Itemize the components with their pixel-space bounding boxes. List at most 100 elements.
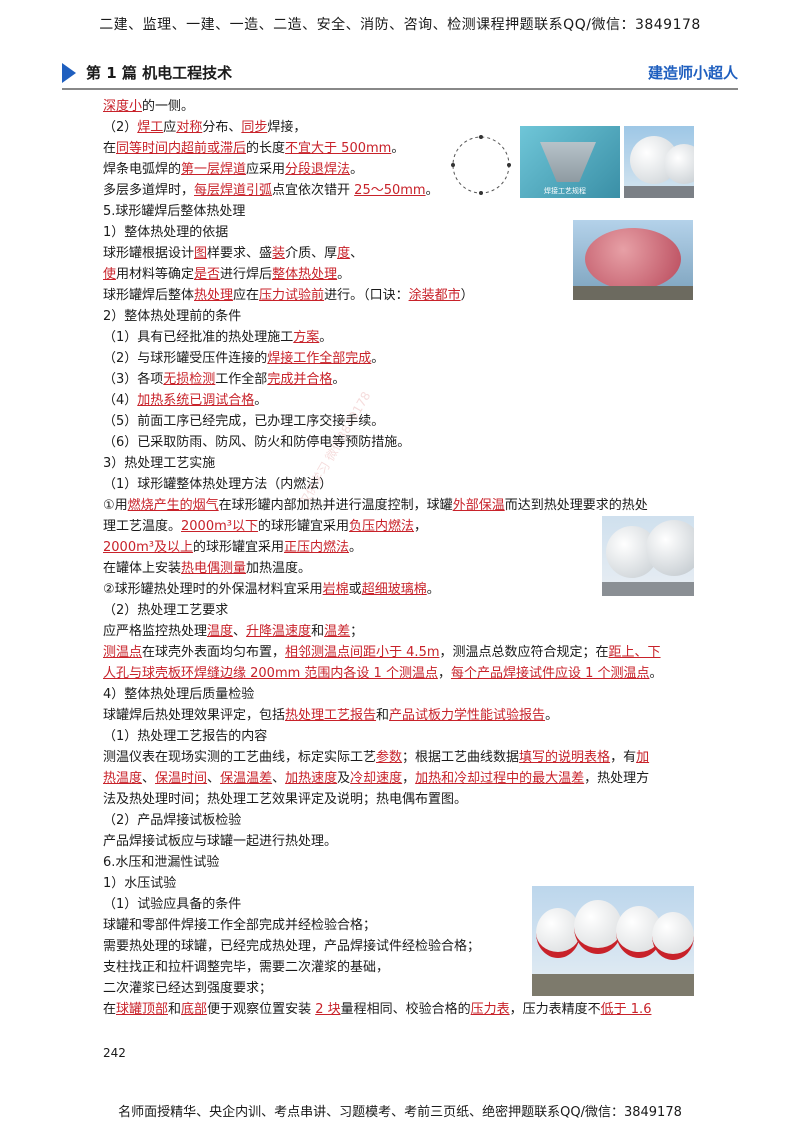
text-segment: 二次灌浆已经达到强度要求； xyxy=(103,981,273,996)
key-term: 相邻测温点间距小于 4.5m xyxy=(285,645,440,660)
text-segment: 3）热处理工艺实施 xyxy=(103,456,216,471)
key-term: 测温点 xyxy=(103,645,143,660)
text-line: （2）产品焊接试板检验 xyxy=(103,810,703,831)
text-line: 测温点在球壳外表面均匀布置，相邻测温点间距小于 4.5m，测温点总数应符合规定；… xyxy=(103,642,703,663)
text-segment: 1）水压试验 xyxy=(103,876,177,891)
key-term: 25～50mm xyxy=(354,183,426,198)
text-line: （1）热处理工艺报告的内容 xyxy=(103,726,703,747)
key-term: 保温时间 xyxy=(155,771,208,786)
key-term: 负压内燃法 xyxy=(349,519,415,534)
key-term: 对称 xyxy=(176,120,203,135)
key-term: 距上、下 xyxy=(608,645,661,660)
key-term: 压力表 xyxy=(470,1002,510,1017)
key-term: 冷却速度 xyxy=(350,771,403,786)
key-term: 分段退焊法 xyxy=(285,162,351,177)
text-line: 球罐和零部件焊接工作全部完成并经检验合格； xyxy=(103,915,703,936)
key-term: 参数 xyxy=(376,750,403,765)
text-line: （2）热处理工艺要求 xyxy=(103,600,703,621)
text-line: 1）水压试验 xyxy=(103,873,703,894)
text-segment: 。 xyxy=(350,162,364,177)
text-segment: ①用 xyxy=(103,498,128,513)
text-segment: 球罐和零部件焊接工作全部完成并经检验合格； xyxy=(103,918,377,933)
text-line: 深度小的一侧。 xyxy=(103,96,703,117)
text-segment: （4） xyxy=(103,393,138,408)
text-segment: ） xyxy=(460,288,474,303)
key-term: 整体热处理 xyxy=(272,267,338,282)
text-line: 使用材料等确定是否进行焊后整体热处理。 xyxy=(103,264,703,285)
text-segment: 、 xyxy=(142,771,156,786)
text-segment: 需要热处理的球罐，已经完成热处理，产品焊接试件经检验合格； xyxy=(103,939,481,954)
key-term: 填写的说明表格 xyxy=(519,750,611,765)
text-line: 焊条电弧焊的第一层焊道应采用分段退焊法。 xyxy=(103,159,703,180)
text-segment: 在球形罐内部加热并进行温度控制，球罐 xyxy=(218,498,453,513)
text-segment: 的一侧。 xyxy=(142,99,195,114)
text-segment: ，热处理方 xyxy=(584,771,650,786)
key-term: 装 xyxy=(272,246,286,261)
chapter-title: 第 1 篇 机电工程技术 xyxy=(86,64,233,82)
image-caption: 焊接工艺规程 xyxy=(544,187,586,195)
text-segment: （2）产品焊接试板检验 xyxy=(103,813,242,828)
text-segment: 的球形罐宜采用 xyxy=(257,519,349,534)
text-line: 6.水压和泄漏性试验 xyxy=(103,852,703,873)
key-term: 焊接工作全部完成 xyxy=(267,351,372,366)
key-term: 加热系统已调试合格 xyxy=(137,393,255,408)
text-segment: 应严格监控热处理 xyxy=(103,624,208,639)
text-line: 二次灌浆已经达到强度要求； xyxy=(103,978,703,999)
text-line: （1）试验应具备的条件 xyxy=(103,894,703,915)
text-segment: 的球形罐宜采用 xyxy=(192,540,284,555)
text-segment: 球形罐焊后整体 xyxy=(103,288,195,303)
key-term: 热温度 xyxy=(103,771,143,786)
text-line: 4）整体热处理后质量检验 xyxy=(103,684,703,705)
text-segment: 、 xyxy=(272,771,286,786)
text-segment: 。 xyxy=(337,267,351,282)
text-segment: 。 xyxy=(425,183,439,198)
text-segment: 。 xyxy=(332,372,346,387)
text-segment: 进行。（口诀： xyxy=(324,288,409,303)
text-segment: （3）各项 xyxy=(103,372,164,387)
text-line: （2）焊工应对称分布、同步焊接， xyxy=(103,117,703,138)
text-segment: 在 xyxy=(103,141,117,156)
text-line: 应严格监控热处理温度、升降温速度和温差； xyxy=(103,621,703,642)
text-segment: 或 xyxy=(348,582,362,597)
key-term: 完成并合格 xyxy=(267,372,333,387)
text-segment: 焊条电弧焊的 xyxy=(103,162,182,177)
text-segment: 加热温度。 xyxy=(246,561,312,576)
text-line: 2）整体热处理前的条件 xyxy=(103,306,703,327)
text-segment: ；根据工艺曲线数据 xyxy=(402,750,520,765)
text-line: 多层多道焊时，每层焊道引弧点宜依次错开 25～50mm。 xyxy=(103,180,703,201)
text-line: 人孔与球壳板环焊缝边缘 200mm 范围内各设 1 个测温点，每个产品焊接试件应… xyxy=(103,663,703,684)
welding-sequence-diagram xyxy=(451,135,511,195)
text-segment: 产品焊接试板应与球罐一起进行热处理。 xyxy=(103,834,338,849)
chapter-arrow-icon xyxy=(62,63,76,83)
text-segment: 的长度 xyxy=(246,141,286,156)
text-segment: 在 xyxy=(103,1002,117,1017)
chapter-header: 第 1 篇 机电工程技术 建造师小超人 xyxy=(62,60,738,90)
text-line: 理工艺温度。2000m³以下的球形罐宜采用负压内燃法， xyxy=(103,516,703,537)
key-term: 方案 xyxy=(293,330,320,345)
text-line: 在罐体上安装热电偶测量加热温度。 xyxy=(103,558,703,579)
text-segment: 。 xyxy=(349,540,363,555)
text-segment: ，有 xyxy=(610,750,637,765)
text-segment: 。 xyxy=(649,666,663,681)
text-line: ①用燃烧产生的烟气在球形罐内部加热并进行温度控制，球罐外部保温而达到热处理要求的… xyxy=(103,495,703,516)
text-segment: （1）试验应具备的条件 xyxy=(103,897,242,912)
text-segment: 多层多道焊时， xyxy=(103,183,195,198)
text-segment: 。 xyxy=(391,141,405,156)
text-segment: 便于观察位置安装 xyxy=(207,1002,316,1017)
text-line: 球罐焊后热处理效果评定，包括热处理工艺报告和产品试板力学性能试验报告。 xyxy=(103,705,703,726)
text-segment: 和 xyxy=(168,1002,182,1017)
key-term: 是否 xyxy=(194,267,221,282)
text-segment: 。 xyxy=(254,393,268,408)
text-segment: 测温仪表在现场实测的工艺曲线，标定实际工艺 xyxy=(103,750,377,765)
key-term: 热处理 xyxy=(194,288,234,303)
key-term: 焊工 xyxy=(137,120,164,135)
text-line: （4）加热系统已调试合格。 xyxy=(103,390,703,411)
text-segment: 在球壳外表面均匀布置， xyxy=(142,645,286,660)
text-segment: （2） xyxy=(103,120,138,135)
text-line: 产品焊接试板应与球罐一起进行热处理。 xyxy=(103,831,703,852)
key-term: 人孔与球壳板环焊缝边缘 200mm 范围内各设 1 个测温点 xyxy=(103,666,438,681)
key-term: 涂装都市 xyxy=(408,288,461,303)
page-number: 242 xyxy=(103,1046,126,1060)
text-line: （2）与球形罐受压件连接的焊接工作全部完成。 xyxy=(103,348,703,369)
text-line: 测温仪表在现场实测的工艺曲线，标定实际工艺参数；根据工艺曲线数据填写的说明表格，… xyxy=(103,747,703,768)
